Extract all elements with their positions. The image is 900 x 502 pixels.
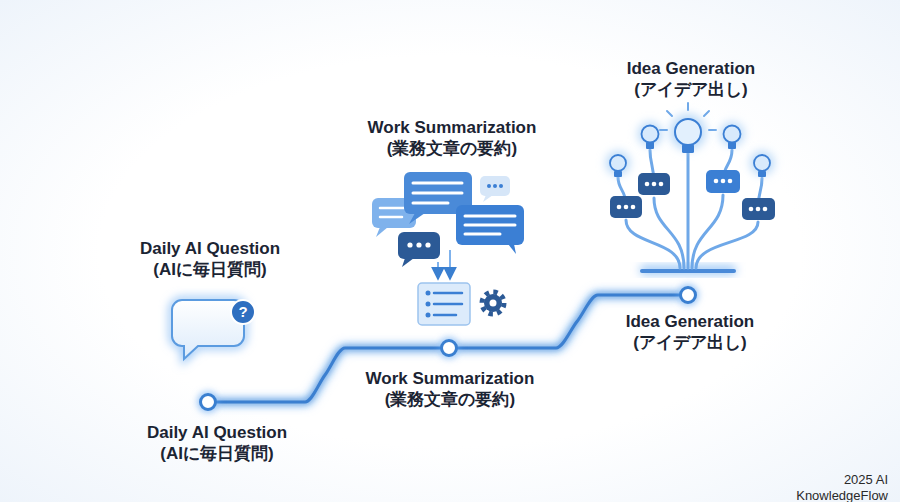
- list-bullet: [426, 302, 431, 307]
- bubble-dot: [659, 182, 664, 187]
- flow-arrow: [449, 250, 451, 278]
- bubble-dot: [416, 242, 421, 247]
- tree-branch: [696, 222, 758, 268]
- bubble-line: [413, 202, 448, 205]
- bubble-tail: [508, 244, 516, 254]
- tree-branch: [687, 152, 690, 268]
- gear-hole: [490, 300, 497, 307]
- bubble-dot: [499, 184, 503, 188]
- bubble-tail: [376, 227, 388, 237]
- bubble-line: [380, 207, 408, 210]
- list-line: [434, 292, 462, 295]
- bubble-dot: [763, 207, 768, 212]
- milestone-label: Work Summarization (業務文章の要約): [345, 368, 555, 410]
- bubble-dot: [652, 182, 657, 187]
- chat-bubble: [398, 232, 440, 259]
- bubble-tail: [402, 258, 414, 267]
- idea-bubble: [706, 170, 740, 193]
- milestone-label: Daily AI Question (AIに毎日質問): [127, 422, 307, 464]
- lightbulb: [675, 119, 701, 145]
- bulb-base: [682, 144, 694, 153]
- idea-bubble: [610, 196, 642, 218]
- chat-bubble: [480, 176, 510, 196]
- bulb-base: [728, 142, 736, 149]
- stage-heading: Daily AI Question (AIに毎日質問): [120, 238, 300, 280]
- lightbulb: [642, 126, 659, 143]
- bulb-rays: [660, 103, 716, 130]
- chat-bubble: [456, 205, 524, 245]
- bulb-ray: [704, 111, 709, 116]
- bulb-base: [758, 171, 766, 177]
- bulb-ray: [667, 111, 672, 116]
- bubble-line: [465, 233, 500, 236]
- tree-branch: [692, 195, 723, 268]
- bubble-dot: [631, 205, 636, 210]
- bubble-dot: [425, 242, 430, 247]
- bubble-line: [380, 216, 402, 219]
- bulb-ray: [709, 129, 716, 131]
- bubble-dot: [407, 242, 412, 247]
- milestone-node: Work Summarization (業務文章の要約): [440, 339, 458, 357]
- question-badge: [231, 300, 255, 324]
- bubble-dot: [714, 179, 719, 184]
- bulb-base: [646, 142, 654, 149]
- idea-bubble: [742, 198, 775, 220]
- bubble-line: [413, 182, 462, 185]
- lightbulbs: [606, 103, 774, 177]
- summary-document: [418, 283, 470, 325]
- bubble-dot: [728, 179, 733, 184]
- list-bullet: [426, 313, 431, 318]
- bulb-ray: [660, 129, 667, 131]
- list-line: [434, 303, 462, 306]
- milestone-node: Daily AI Question (AIに毎日質問): [199, 393, 217, 411]
- bubble-dot: [624, 205, 629, 210]
- bubble-line: [465, 224, 515, 227]
- node-caption: Idea Generation (アイデア出し): [610, 311, 770, 353]
- bubble-dot: [721, 179, 726, 184]
- milestone-node: Idea Generation (アイデア出し): [679, 286, 697, 304]
- bubble-line: [413, 192, 462, 195]
- tree-branch: [626, 220, 680, 268]
- stage-heading: Idea Generation (アイデア出し): [611, 58, 771, 100]
- tree-base: [640, 269, 736, 273]
- bulb-ray: [687, 103, 689, 110]
- bubble-dot: [645, 182, 650, 187]
- bubble-line: [465, 215, 515, 218]
- idea-bubble: [638, 173, 670, 195]
- bubble-dot: [487, 184, 491, 188]
- bubble-dot: [756, 207, 761, 212]
- watermark: 2025 AI KnowledgeFlow: [760, 472, 888, 502]
- flow-arrow: [437, 262, 439, 278]
- bubble-dot: [617, 205, 622, 210]
- bubble-dot: [493, 184, 497, 188]
- gear-body: [484, 294, 502, 312]
- milestone-label: Idea Generation (アイデア出し): [610, 311, 770, 353]
- lightbulb: [724, 126, 741, 143]
- bubble-tail: [409, 213, 425, 224]
- bubble-tail: [483, 195, 493, 202]
- gear-teeth: [482, 292, 504, 314]
- node-caption: Work Summarization (業務文章の要約): [345, 368, 555, 410]
- lightbulb: [754, 155, 770, 171]
- list-line: [434, 314, 456, 317]
- list-bullet: [426, 291, 431, 296]
- bubble-dot: [749, 207, 754, 212]
- lightbulb: [610, 155, 626, 171]
- question-mark: ?: [231, 300, 255, 324]
- node-caption: Daily AI Question (AIに毎日質問): [127, 422, 307, 464]
- stage-heading: Work Summarization (業務文章の要約): [347, 117, 557, 159]
- tree-branch: [654, 198, 684, 268]
- bulb-base: [614, 171, 622, 177]
